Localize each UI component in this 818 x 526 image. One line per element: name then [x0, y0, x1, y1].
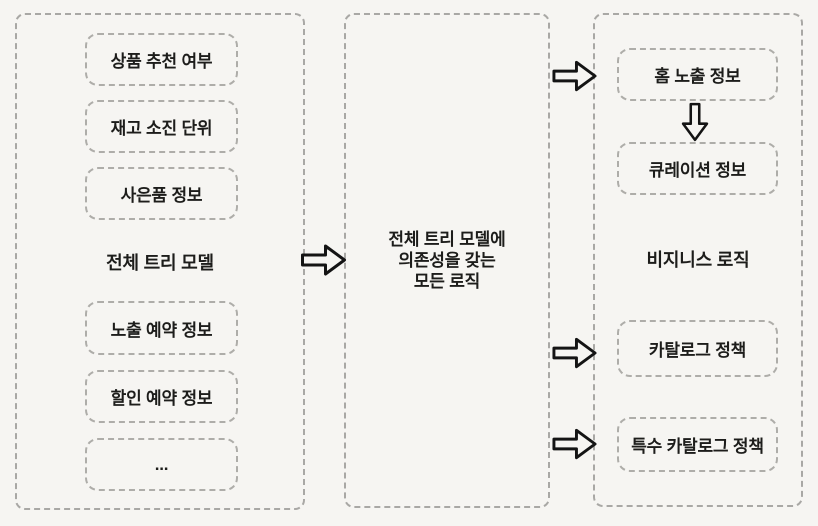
right-panel-title: 비지니스 로직: [646, 250, 750, 270]
arrow-right-to-home-exposure-icon: [551, 56, 598, 96]
node-discount-reservation: 할인 예약 정보: [85, 370, 238, 423]
node-ellipsis: ...: [85, 438, 238, 491]
node-exposure-reservation: 노출 예약 정보: [85, 301, 238, 355]
arrow-right-to-special-catalog-icon: [551, 424, 598, 464]
node-stock-unit: 재고 소진 단위: [85, 100, 238, 153]
node-curation-info: 큐레이션 정보: [617, 142, 778, 195]
middle-panel-text: 전체 트리 모델에 의존성을 갖는 모든 로직: [346, 15, 548, 506]
middle-text-line: 전체 트리 모델에: [388, 230, 506, 249]
arrow-right-left-to-middle-icon: [299, 240, 348, 280]
right-panel: 홈 노출 정보 큐레이션 정보 비지니스 로직 카탈로그 정책 특수 카탈로그 …: [593, 13, 803, 507]
middle-panel: 전체 트리 모델에 의존성을 갖는 모든 로직: [344, 13, 550, 508]
node-product-recommendation: 상품 추천 여부: [85, 33, 238, 86]
node-gift-info: 사은품 정보: [85, 167, 238, 220]
left-panel: 상품 추천 여부 재고 소진 단위 사은품 정보 전체 트리 모델 노출 예약 …: [15, 13, 305, 510]
node-home-exposure: 홈 노출 정보: [617, 48, 778, 101]
arrow-down-icon: [678, 99, 712, 145]
node-special-catalog-policy: 특수 카탈로그 정책: [617, 417, 778, 472]
middle-text-line: 모든 로직: [413, 272, 481, 291]
left-panel-title: 전체 트리 모델: [106, 253, 214, 273]
node-catalog-policy: 카탈로그 정책: [617, 320, 778, 377]
arrow-right-to-catalog-policy-icon: [551, 333, 598, 373]
middle-text-line: 의존성을 갖는: [398, 251, 496, 270]
